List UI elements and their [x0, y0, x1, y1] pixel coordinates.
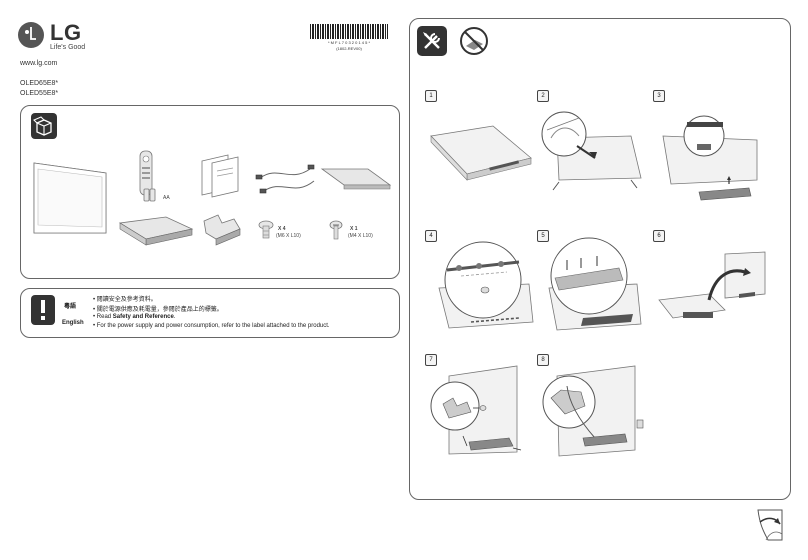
model-number-1: OLED65E8* — [20, 80, 59, 87]
screw-m4-size: (M4 X L10) — [348, 233, 373, 239]
exclamation-icon — [31, 295, 55, 325]
battery-label: AA — [163, 195, 170, 201]
step-number-8: 8 — [537, 354, 549, 366]
note-en-line2: • For the power supply and power consump… — [93, 323, 330, 329]
screw-m4-quantity: X 1 — [350, 226, 358, 232]
notes-panel — [20, 288, 400, 338]
screw-m6-quantity: X 4 — [278, 226, 286, 232]
step-1-illustration — [430, 125, 532, 181]
steps-drawings — [430, 111, 766, 457]
step-number-2: 2 — [537, 90, 549, 102]
note-zh-line1: • 閱讀安全及參考資料。 — [93, 297, 157, 303]
no-surface-icon — [459, 26, 489, 56]
step-number-7: 7 — [425, 354, 437, 366]
note-language-en: English — [62, 320, 84, 326]
cover-illustration — [320, 168, 392, 190]
barcode-revision: (1802-REV00) — [336, 46, 362, 51]
step-8-illustration — [542, 365, 644, 457]
brand-slogan: Life's Good — [50, 44, 86, 51]
website-link[interactable]: www.lg.com — [20, 60, 58, 67]
step-number-5: 5 — [537, 230, 549, 242]
tv-illustration — [33, 162, 107, 234]
remote-illustration — [139, 150, 156, 202]
accessories-drawings — [33, 150, 392, 246]
step-2-illustration — [541, 111, 642, 191]
note-en-line1: • Read Safety and Reference. — [93, 314, 176, 320]
manuals-illustration — [201, 154, 239, 198]
note-language-zh: 粵語 — [64, 304, 77, 310]
note-zh-line2: • 關於電源供應及耗電量，參閱於產品上的標籤。 — [93, 307, 223, 313]
screw-m4-illustration — [329, 220, 343, 240]
step-6-illustration — [658, 251, 766, 319]
screw-m6-size: (M6 X L10) — [276, 233, 301, 239]
stand-illustration — [118, 216, 194, 246]
lg-logo-icon — [18, 22, 44, 48]
step-3-illustration — [662, 115, 758, 201]
page-turn-icon — [754, 506, 788, 544]
box-icon — [31, 113, 57, 139]
barcode-text: * M F L 7 0 3 2 0 1 4 5 * — [327, 40, 371, 45]
barcode — [310, 24, 388, 39]
model-number-2: OLED55E8* — [20, 90, 59, 97]
step-5-illustration — [548, 237, 642, 331]
step-4-illustration — [438, 241, 534, 329]
step-number-4: 4 — [425, 230, 437, 242]
tools-icon — [417, 26, 447, 56]
step-number-1: 1 — [425, 90, 437, 102]
step-7-illustration — [430, 365, 522, 455]
brand-name: LG — [50, 20, 82, 45]
cable-illustration — [255, 164, 315, 194]
screw-m6-illustration — [258, 220, 274, 239]
step-number-6: 6 — [653, 230, 665, 242]
safety-reference-text: Safety and Reference — [112, 314, 174, 320]
step-number-3: 3 — [653, 90, 665, 102]
bracket-illustration — [203, 214, 241, 246]
